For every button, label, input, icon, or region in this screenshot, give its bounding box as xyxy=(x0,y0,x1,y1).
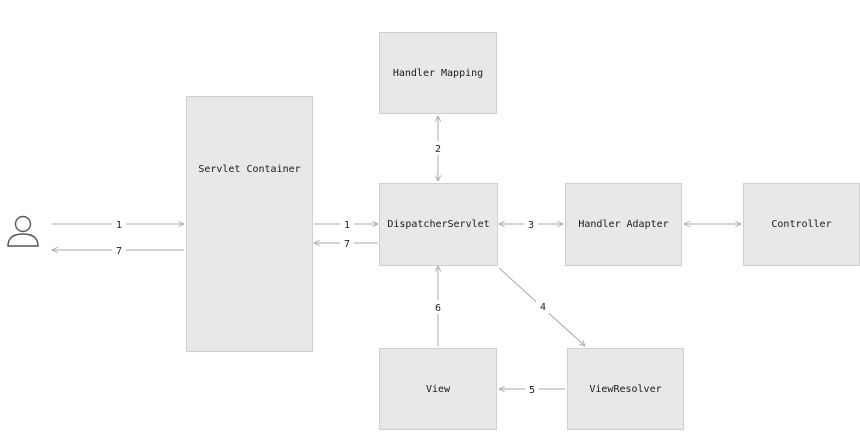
handler-adapter-label: Handler Adapter xyxy=(578,219,669,230)
view-resolver-label: ViewResolver xyxy=(589,383,662,395)
edge-label-dispatcher-to-container: 7 xyxy=(344,239,350,250)
view-node: View xyxy=(379,348,497,430)
servlet-container-label: Servlet Container xyxy=(198,164,301,175)
handler-adapter-node: Handler Adapter xyxy=(565,183,682,266)
user-icon xyxy=(7,215,39,247)
edge-label-dispatcher-handler-mapping: 2 xyxy=(435,144,441,155)
view-resolver-node: ViewResolver xyxy=(567,348,684,430)
view-label: View xyxy=(425,383,451,395)
handler-mapping-label: Handler Mapping xyxy=(392,67,484,79)
edge-label-dispatcher-to-resolver: 4 xyxy=(540,302,546,313)
edge-label-container-to-user: 7 xyxy=(116,246,122,257)
edge-label-user-to-container: 1 xyxy=(116,220,122,231)
dispatcher-servlet-node: DispatcherServlet xyxy=(379,183,498,266)
edge-label-dispatcher-handler-adapter: 3 xyxy=(528,220,534,231)
dispatcher-servlet-label: DispatcherServlet xyxy=(387,219,490,230)
controller-label: Controller xyxy=(771,219,832,230)
edge-label-container-to-dispatcher: 1 xyxy=(344,220,350,231)
servlet-container-node: Servlet Container xyxy=(186,96,313,352)
controller-node: Controller xyxy=(743,183,860,266)
edge-label-view-to-dispatcher: 6 xyxy=(435,303,441,314)
edge-label-resolver-to-view: 5 xyxy=(529,385,535,396)
handler-mapping-node: Handler Mapping xyxy=(379,32,497,114)
